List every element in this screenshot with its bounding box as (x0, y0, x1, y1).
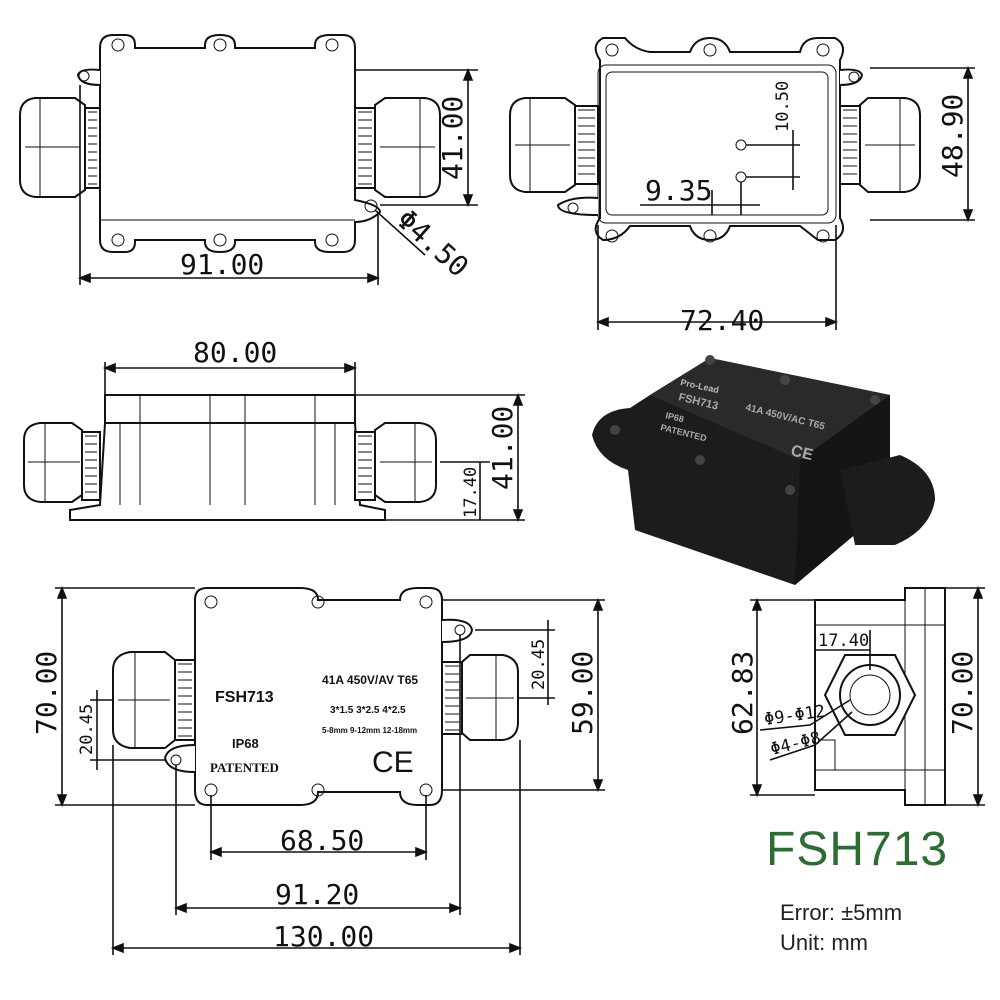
front-mount-height: 59.00 (566, 651, 599, 735)
side-view-low-height: 17.40 (461, 467, 481, 518)
front-view: FSH713 41A 450V/AV T65 3*1.5 3*2.5 4*2.5… (30, 585, 605, 955)
end-top: 17.40 (818, 631, 869, 651)
front-offset-right: 20.45 (529, 639, 549, 690)
front-ce: CE (372, 746, 414, 779)
end-view: 62.83 70.00 17.40 Φ9-Φ12 Φ4-Φ8 (726, 585, 985, 808)
top-view: 91.00 41.00 Φ4.50 (19, 33, 478, 285)
top-view-hole: Φ4.50 (390, 203, 475, 284)
front-ip: IP68 (232, 736, 259, 751)
front-wires: 3*1.5 3*2.5 4*2.5 (330, 705, 406, 716)
inner-view: 72.40 48.90 10.50 9.35 (509, 36, 975, 337)
side-view: 80.00 41.00 17.40 (23, 336, 525, 523)
end-height: 62.83 (726, 651, 759, 735)
top-left-gland (19, 97, 101, 198)
side-view-height: 41.00 (486, 406, 519, 490)
front-rating: 41A 450V/AV T65 (322, 673, 418, 687)
front-cable: 5-8mm 9-12mm 12-18mm (322, 726, 417, 735)
front-offset-left: 20.45 (77, 704, 97, 755)
photo-ip: IP68 (665, 410, 685, 424)
front-mount-pitch: 91.20 (275, 878, 359, 911)
side-view-width: 80.00 (193, 336, 277, 369)
top-right-gland (354, 97, 441, 198)
front-overall: 130.00 (273, 920, 374, 953)
top-view-width: 91.00 (180, 248, 264, 281)
front-inner-pitch: 68.50 (280, 824, 364, 857)
unit-label: Unit: mm (780, 930, 868, 955)
front-height: 70.00 (30, 651, 63, 735)
top-view-height: 41.00 (436, 96, 469, 180)
side-view-lid (104, 394, 356, 424)
photo-ce: CE (789, 442, 815, 464)
inner-view-offset-v: 10.50 (773, 81, 793, 132)
model-title: FSH713 (766, 823, 949, 876)
inner-view-width: 72.40 (680, 304, 764, 337)
error-tolerance: Error: ±5mm (780, 900, 903, 925)
end-total: 70.00 (946, 651, 979, 735)
inner-view-body (594, 36, 845, 242)
product-photo: Pro-Lead FSH713 41A 450V/AC T65 IP68 PAT… (592, 355, 935, 585)
inner-view-offset-h: 9.35 (645, 174, 712, 207)
top-view-body (99, 33, 382, 254)
front-model: FSH713 (215, 689, 274, 706)
inner-view-height: 48.90 (936, 94, 969, 178)
front-patent: PATENTED (210, 760, 279, 775)
